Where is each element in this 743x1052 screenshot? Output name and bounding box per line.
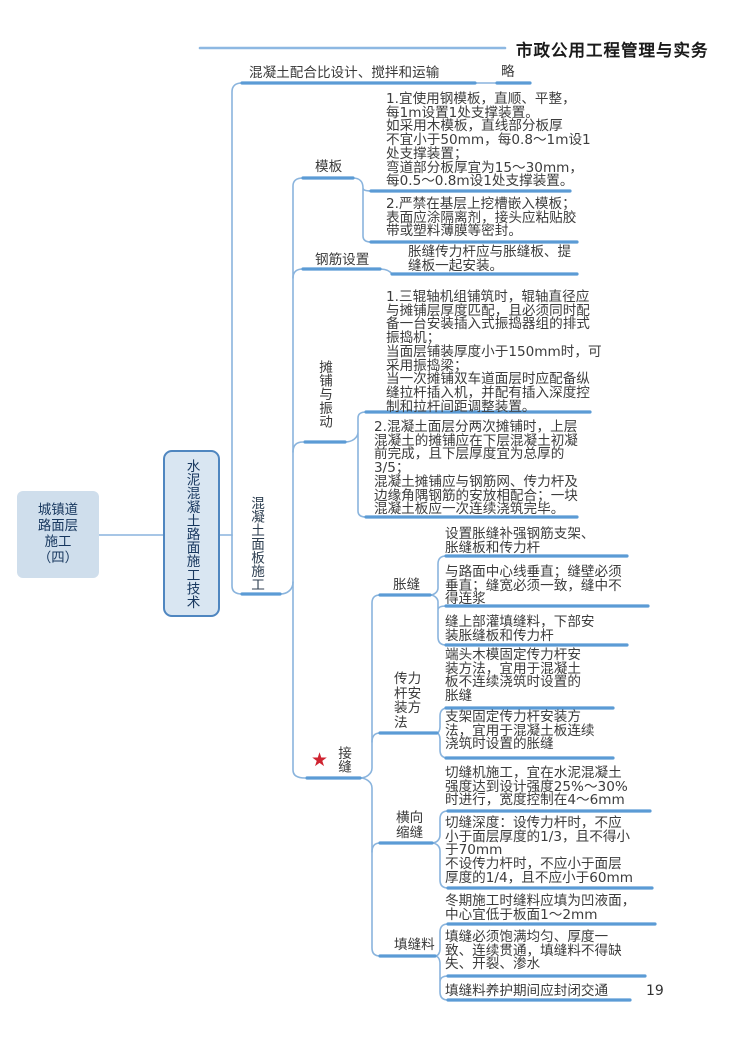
- node-expansion-item-3: 缝上部灌填缝料，下部安 装胀缝板和传力杆: [445, 614, 595, 644]
- node-formwork-item-1: 1.宜使用钢模板，直顺、平整， 每1m设置1处支撑装置。 如采用木模板，直线部分…: [386, 91, 591, 190]
- page-title: 市政公用工程管理与实务: [516, 41, 709, 60]
- node-main-topic: 水泥混凝土路面施工技术: [163, 450, 220, 617]
- node-sealant-item-2: 填缝必须饱满均匀、厚度一 致、连续贯通，填缝料不得缺 失、开裂、渗水: [445, 929, 622, 973]
- node-paving-item-1: 1.三辊轴机组铺筑时，辊轴直径应 与摊铺层厚度匹配，且必须同时配 备一台安装插入…: [386, 289, 602, 415]
- node-contraction-label: 横向 缩缝: [396, 810, 424, 841]
- node-rebar-label: 钢筋设置: [315, 252, 370, 268]
- node-panel-construction-label: 混凝土面板施工: [248, 496, 264, 592]
- node-contraction-item-2: 切缝深度：设传力杆时，不应 小于面层厚度的1/3，且不得小 于70mm 不设传力…: [445, 815, 634, 886]
- node-root-label: 城镇道 路面层 施工 （四）: [37, 502, 79, 566]
- node-dowel-item-2: 支架固定传力杆安装方 法，宜用于混凝土板连续 浇筑时设置的胀缝: [445, 709, 595, 753]
- node-contraction-item-1: 切缝机施工，宜在水泥混凝土 强度达到设计强度25%～30% 时进行，宽度控制在4…: [445, 765, 628, 809]
- node-underlines: [240, 81, 657, 1002]
- node-expansion-item-2: 与路面中心线垂直；缝壁必须 垂直；缝宽必须一致，缝中不 得连浆: [445, 564, 622, 608]
- node-mix-design-label: 混凝土配合比设计、搅拌和运输: [249, 65, 440, 81]
- node-dowel-item-1: 端头木模固定传力杆安 装方法，宜用于混凝土 板不连续浇筑时设置的 胀缝: [445, 647, 581, 705]
- node-sealant-label: 填缝料: [394, 937, 435, 953]
- node-paving-item-2: 2.混凝土面层分两次摊铺时，上层 混凝土的摊铺应在下层混凝土初凝 前完成，且下层…: [374, 419, 578, 518]
- node-root: 城镇道 路面层 施工 （四）: [17, 491, 99, 578]
- node-main-topic-label: 水泥混凝土路面施工技术: [183, 458, 200, 609]
- node-formwork-label: 模板: [315, 159, 343, 175]
- node-dowel-label: 传力 杆安 装方 法: [394, 671, 422, 731]
- node-formwork-item-2: 2.严禁在基层上挖槽嵌入模板； 表面应涂隔离剂，接头应粘贴胶 带或塑料薄膜等密封…: [386, 196, 577, 240]
- node-mix-design-note: 略: [501, 64, 515, 80]
- joint-star-icon: ★: [311, 749, 329, 771]
- node-expansion-item-1: 设置胀缝补强钢筋支架、 胀缝板和传力杆: [445, 526, 595, 556]
- node-paving-label: 摊铺与振动: [316, 360, 332, 428]
- node-rebar-item-1: 胀缝传力杆应与胀缝板、提 缝板一起安装。: [408, 244, 572, 274]
- node-sealant-item-3: 填缝料养护期间应封闭交通: [445, 983, 609, 999]
- page-number: 19: [646, 983, 664, 999]
- node-expansion-label: 胀缝: [393, 577, 421, 593]
- node-sealant-item-1: 冬期施工时缝料应填为凹液面， 中心宜低于板面1～2mm: [445, 893, 636, 923]
- node-joints-label: 接缝: [335, 746, 351, 774]
